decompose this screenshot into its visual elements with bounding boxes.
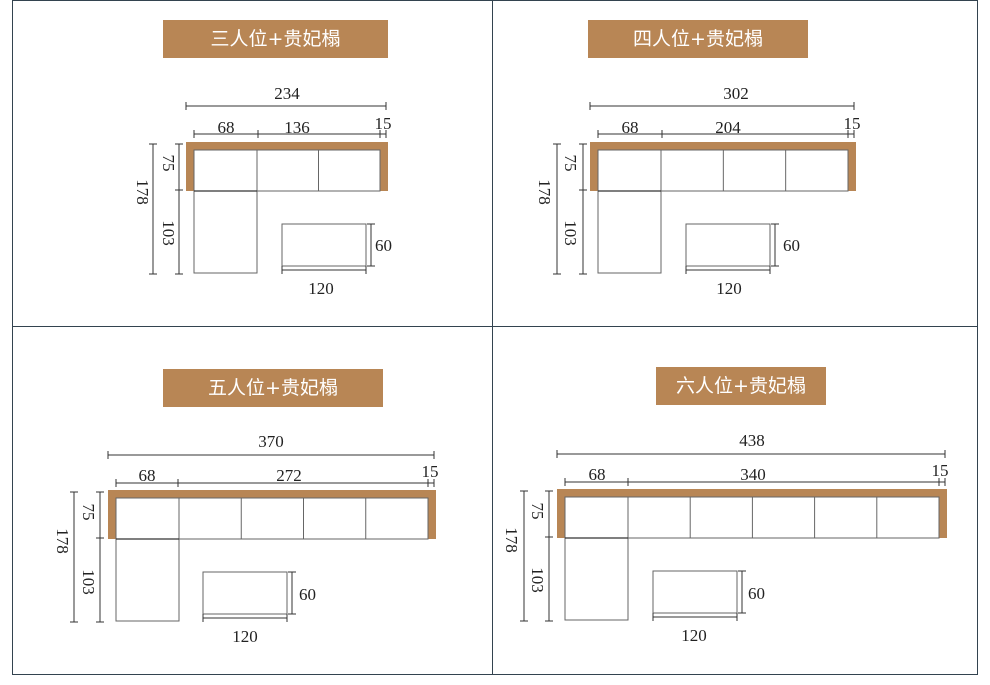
panel-4-chaise-width: 68 bbox=[588, 465, 606, 484]
panel-4-table-width: 120 bbox=[681, 626, 707, 645]
panel-1-arm-width: 15 bbox=[374, 114, 392, 133]
panel-4-backrest bbox=[557, 489, 947, 497]
panel-1-coffee-table bbox=[281, 223, 367, 267]
panel-1-chaise-extra-depth: 103 bbox=[159, 220, 178, 246]
panel-2-left-arm bbox=[590, 142, 598, 191]
panel-2-backrest bbox=[590, 142, 856, 150]
panel-1-right-arm bbox=[380, 142, 388, 191]
panel-3-chaise-outline bbox=[115, 497, 180, 622]
panel-3-chaise-width: 68 bbox=[138, 466, 156, 485]
panel-4-coffee-table bbox=[652, 570, 738, 614]
panel-3-seat-outline bbox=[115, 497, 429, 540]
panel-4-back-depth: 75 bbox=[528, 502, 547, 520]
panel-2-chaise-extra-depth: 103 bbox=[561, 220, 580, 246]
panel-1-back-depth: 75 bbox=[159, 154, 178, 172]
sofa-drawings bbox=[70, 102, 947, 623]
panel-2-right-arm bbox=[848, 142, 856, 191]
panel-4-arm-width: 15 bbox=[931, 461, 949, 480]
panel-1-left-arm bbox=[186, 142, 194, 191]
panel-3-backrest bbox=[108, 490, 436, 498]
panel-3-left-arm bbox=[108, 490, 116, 539]
panel-4-right-arm bbox=[939, 489, 947, 538]
panel-3-title: 五人位+贵妃榻 bbox=[163, 369, 383, 407]
panel-2-title: 四人位+贵妃榻 bbox=[588, 20, 808, 58]
panel-4-left-arm bbox=[557, 489, 565, 538]
panel-2-table-depth: 60 bbox=[783, 236, 800, 255]
panel-1-chaise-width: 68 bbox=[217, 118, 235, 137]
panel-2-total-width: 302 bbox=[723, 84, 749, 103]
panel-1-table-width: 120 bbox=[308, 279, 334, 298]
grid-frame bbox=[12, 0, 978, 675]
panel-4-table-depth: 60 bbox=[748, 584, 765, 603]
panel-4-total-width: 438 bbox=[739, 431, 765, 450]
panel-4-chaise-outline bbox=[564, 496, 629, 621]
panel-2-chaise-width: 68 bbox=[621, 118, 639, 137]
panel-3-right-arm bbox=[428, 490, 436, 539]
panel-4-chaise-extra-depth: 103 bbox=[528, 567, 547, 593]
panel-2-total-depth: 178 bbox=[535, 179, 554, 205]
panel-1-title: 三人位+贵妃榻 bbox=[163, 20, 388, 58]
panel-1-table-depth: 60 bbox=[375, 236, 392, 255]
panel-3-coffee-table bbox=[202, 571, 288, 615]
panel-1-seat-outline bbox=[193, 149, 381, 192]
panel-3-arm-width: 15 bbox=[421, 462, 439, 481]
panel-3-chaise-extra-depth: 103 bbox=[79, 569, 98, 595]
panel-3-table-width: 120 bbox=[232, 627, 258, 646]
panel-1-backrest bbox=[186, 142, 388, 150]
panel-3-back-depth: 75 bbox=[79, 503, 98, 521]
panel-2-arm-width: 15 bbox=[843, 114, 861, 133]
panel-1-seat-width: 136 bbox=[284, 118, 310, 137]
panel-grid bbox=[12, 0, 978, 675]
panel-3-total-depth: 178 bbox=[53, 528, 72, 554]
panel-2-coffee-table bbox=[685, 223, 771, 267]
panel-1-chaise-outline bbox=[193, 149, 258, 274]
panel-2-seat-width: 204 bbox=[715, 118, 741, 137]
panel-4-title: 六人位+贵妃榻 bbox=[656, 367, 826, 405]
panel-1-total-depth: 178 bbox=[133, 179, 152, 205]
panel-4-total-depth: 178 bbox=[502, 527, 521, 553]
panel-2-back-depth: 75 bbox=[561, 154, 580, 172]
panel-3-table-depth: 60 bbox=[299, 585, 316, 604]
panel-2-table-width: 120 bbox=[716, 279, 742, 298]
panel-2-chaise-outline bbox=[597, 149, 662, 274]
panel-3-total-width: 370 bbox=[258, 432, 284, 451]
panel-3-seat-width: 272 bbox=[276, 466, 302, 485]
panel-4-seat-width: 340 bbox=[740, 465, 766, 484]
panel-1-total-width: 234 bbox=[274, 84, 300, 103]
